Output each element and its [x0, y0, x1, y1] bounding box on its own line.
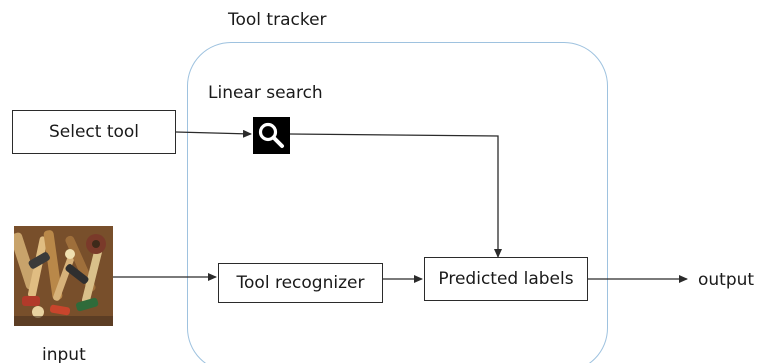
tool-tracker-title: Tool tracker — [228, 10, 327, 30]
tools-photo — [14, 226, 113, 326]
magnifier-icon-graphic — [258, 122, 284, 148]
search-to-predicted-arrow — [289, 133, 502, 258]
tool-tracker-container — [187, 42, 608, 363]
output-label: output — [698, 270, 755, 290]
tool-recognizer-box: Tool recognizer — [218, 263, 383, 303]
select-tool-box: Select tool — [12, 110, 176, 154]
tools-photo-graphic — [14, 226, 113, 326]
select-tool-to-search-arrow — [175, 129, 252, 138]
magnifier-icon — [253, 117, 290, 154]
linear-search-label: Linear search — [208, 83, 323, 103]
input-label: input — [42, 345, 86, 363]
predicted-labels-box: Predicted labels — [424, 257, 588, 301]
